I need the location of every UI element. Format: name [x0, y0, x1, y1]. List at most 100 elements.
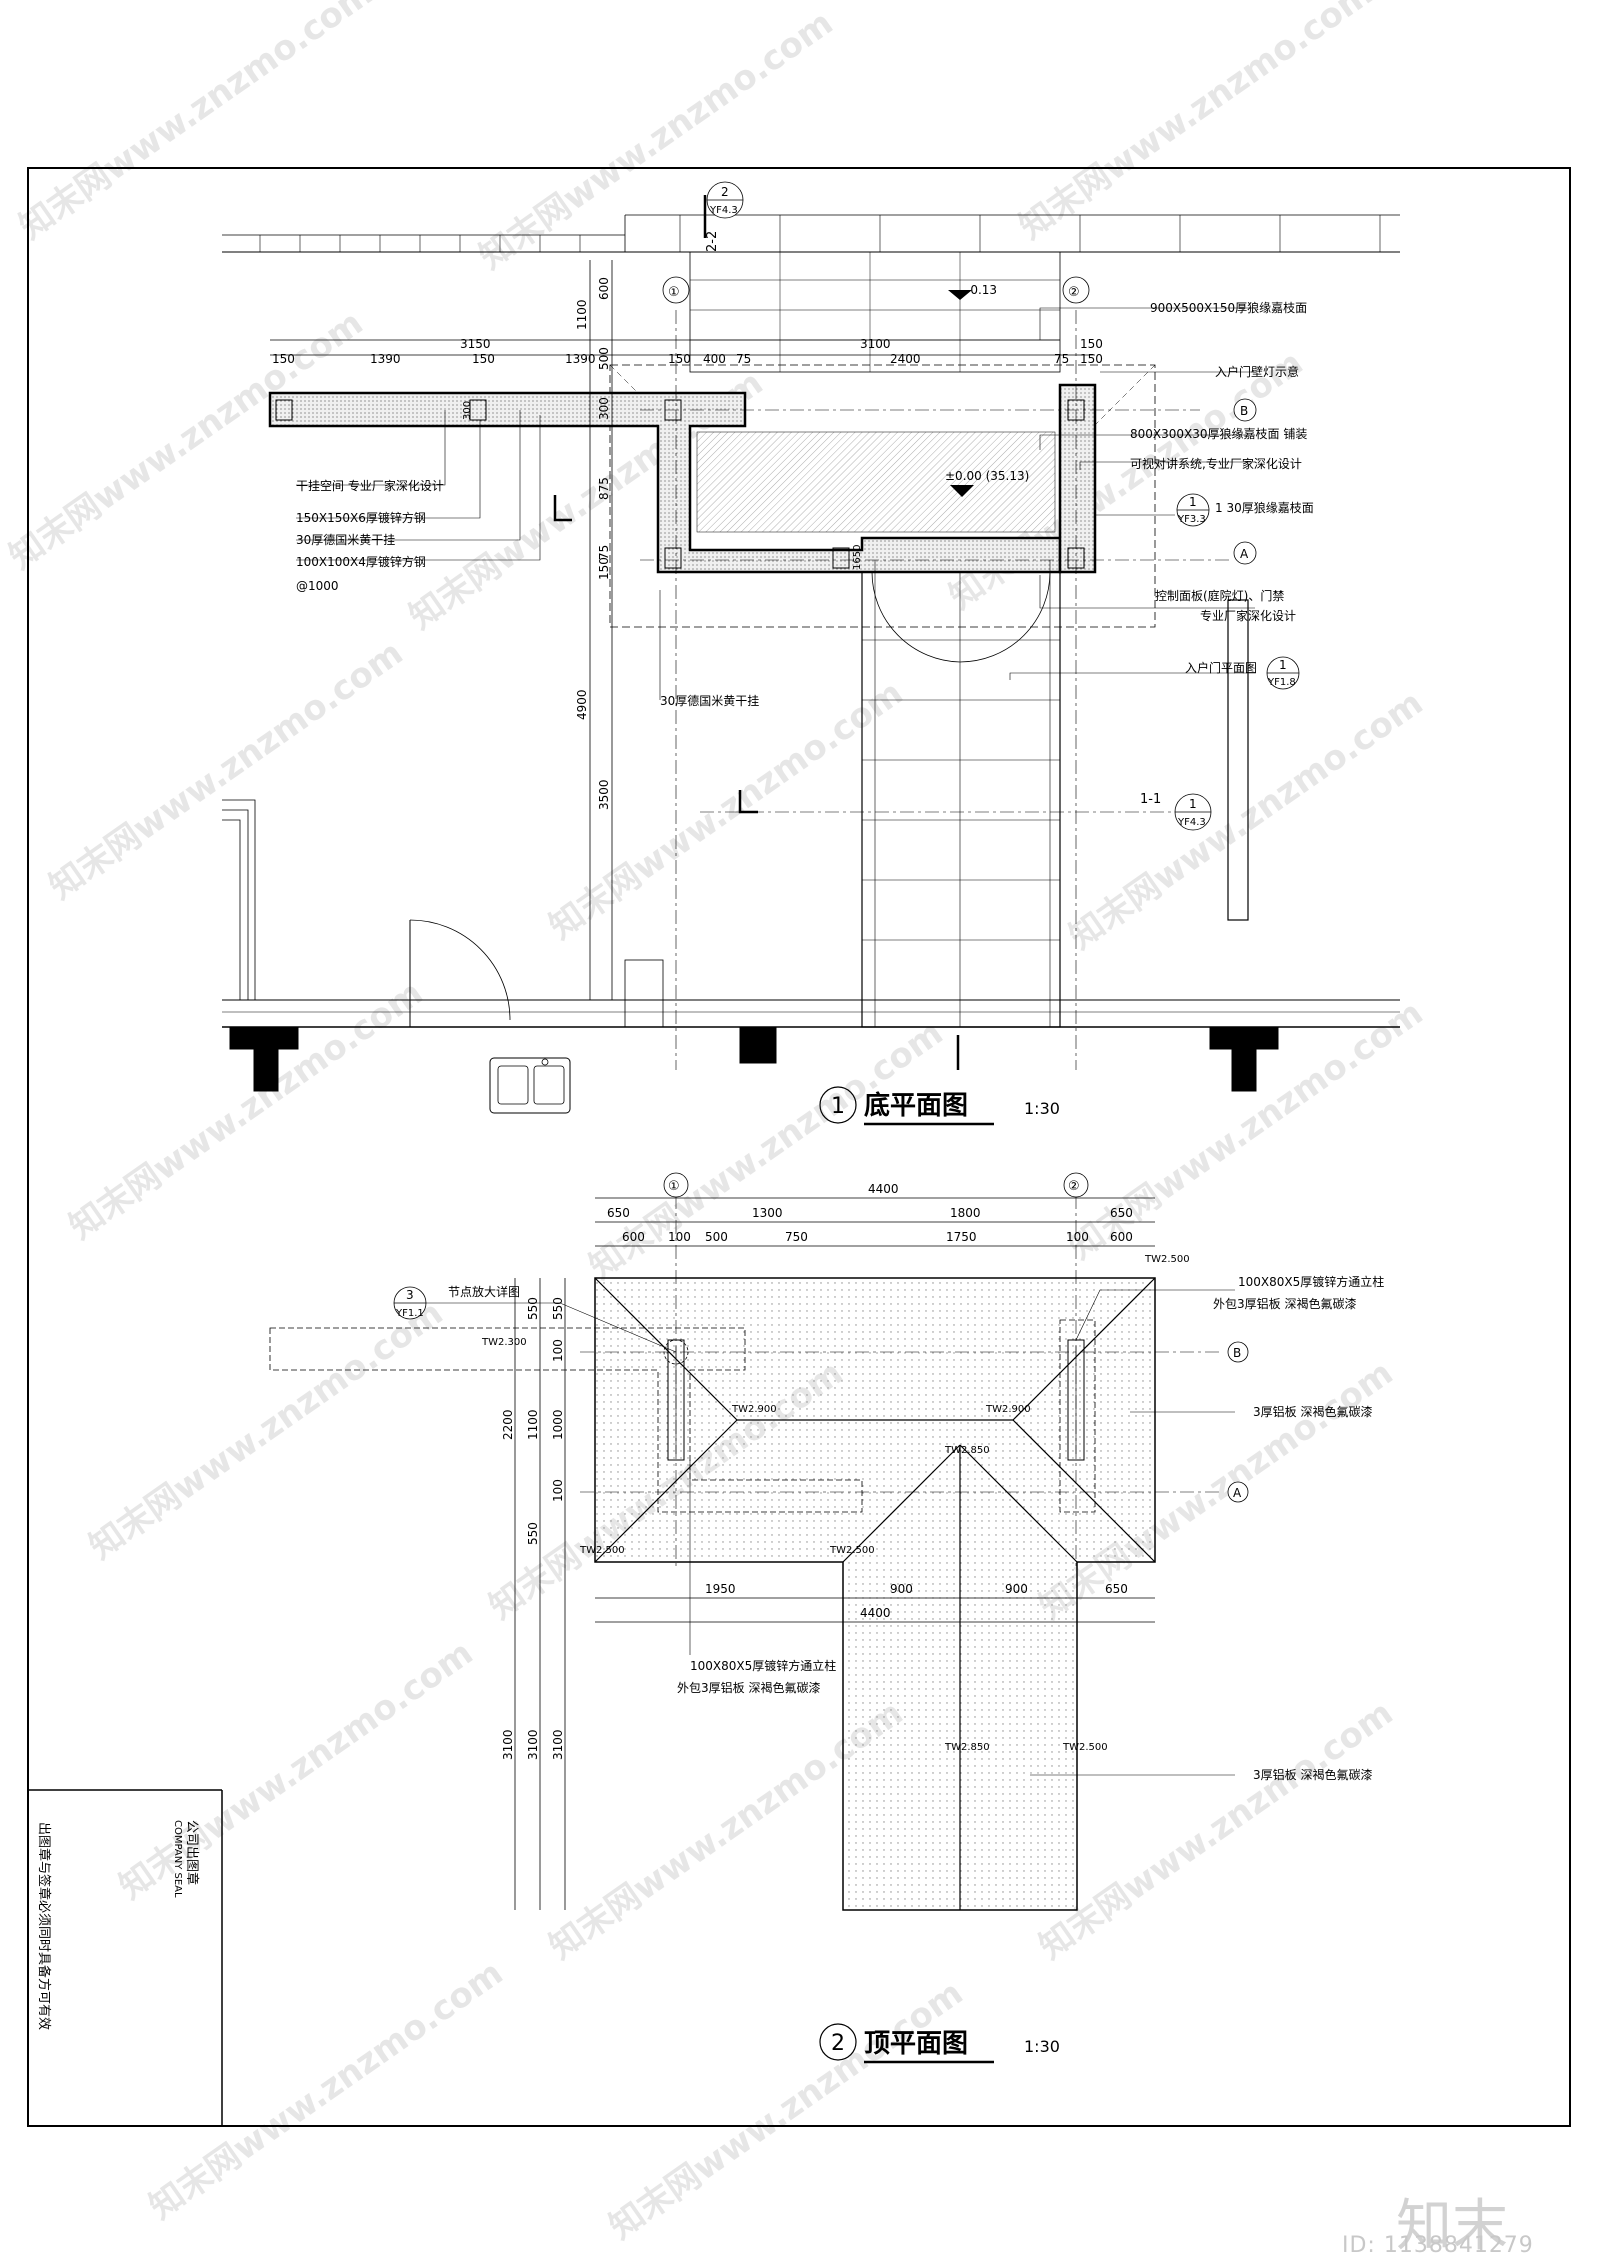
seal-en: COMPANY SEAL [172, 1820, 183, 1898]
brand-watermark: 知末 [1396, 2194, 1508, 2259]
axis-b-label: B [1240, 404, 1248, 418]
dim2-bottom-total: 4400 [860, 1606, 891, 1620]
dim-left: 300 [597, 397, 611, 420]
dim-top: 1390 [370, 352, 401, 366]
plan1-number: 1 [831, 1094, 845, 1119]
dim2-top-row2: 1750 [946, 1230, 977, 1244]
dim2-top-row1: 1800 [950, 1206, 981, 1220]
watermark-text: 知末网www.znzmo.com [42, 633, 410, 907]
dim-top: 400 [703, 352, 726, 366]
note2-right-3: 3厚铝板 深褐色氟碳漆 [1253, 1404, 1372, 1419]
plan1-dimensions: 150 1390 150 1390 150 400 75 2400 75 150… [270, 181, 1314, 1000]
watermark-text: 知末网www.znzmo.com [1062, 683, 1430, 957]
roof-level: TW2.900 [731, 1404, 777, 1415]
watermark-text: 知末网www.znzmo.com [1012, 0, 1380, 247]
seal-cn: 公司出图章 [184, 1820, 200, 1885]
dim2-top-row2: 100 [668, 1230, 691, 1244]
watermark-text: 知末网www.znzmo.com [602, 1973, 970, 2247]
plan1-title-text: 底平面图 [864, 1090, 968, 1121]
section-11-ref-sheet: YF4.3 [1177, 817, 1206, 828]
axis-a-label: A [1240, 547, 1249, 561]
roof-level: TW2.500 [829, 1545, 875, 1556]
dim2-top-row1: 650 [607, 1206, 630, 1220]
dim2-bottom-row1: 650 [1105, 1582, 1128, 1596]
dim2-left-col1: 550 [526, 1522, 540, 1545]
dim-top-total: 3100 [860, 337, 891, 351]
dim2-top-row2: 600 [622, 1230, 645, 1244]
dim-top: 150 [472, 352, 495, 366]
note-right-5: 1 30厚狼缘嘉枝面 [1215, 500, 1314, 515]
lamp-ref-sheet: YF3.3 [1177, 514, 1206, 525]
node-label: 节点放大详图 [448, 1284, 520, 1299]
watermark-text: 知末网www.znzmo.com [142, 1953, 510, 2227]
dim-left: 4900 [575, 689, 589, 720]
note-left-5: @1000 [296, 579, 339, 593]
ground-plan [222, 195, 1400, 1114]
roof-level: TW2.850 [944, 1445, 990, 1456]
axis-2-label: ② [1068, 285, 1080, 300]
roof-level: TW2.900 [985, 1404, 1031, 1415]
roof-level: TW2.500 [1062, 1742, 1108, 1753]
roof-level: TW2.850 [944, 1742, 990, 1753]
dim-left: 1100 [575, 299, 589, 330]
note-left-2: 150X150X6厚镀锌方钢 [296, 510, 426, 525]
dim-top: 2400 [890, 352, 921, 366]
axis2-a-label: A [1233, 1486, 1242, 1500]
note-right-7: 专业厂家深化设计 [1200, 608, 1296, 623]
note-left-3: 30厚德国米黄干挂 [296, 532, 395, 547]
dim2-top-row2: 100 [1066, 1230, 1089, 1244]
dim-top-right: 150 [1080, 337, 1103, 351]
note2-bottom-1: 100X80X5厚镀锌方通立柱 [690, 1658, 836, 1673]
watermark-layer: 知末网www.znzmo.com 知末网www.znzmo.com 知末网www… [2, 0, 1430, 2247]
dim2-left-col1: 100 [551, 1479, 565, 1502]
note-bottom: 30厚德国米黄干挂 [660, 693, 759, 708]
plan2-number: 2 [831, 2031, 845, 2056]
node-ref-sheet: YF1.1 [395, 1308, 424, 1319]
watermark-text: 知末网www.znzmo.com [62, 973, 430, 1247]
note2-right-4: 3厚铝板 深褐色氟碳漆 [1253, 1767, 1372, 1782]
dim-door: 1650 [852, 545, 863, 570]
dim2-left-col1: 550 [551, 1297, 565, 1320]
dim2-bottom-row1: 900 [890, 1582, 913, 1596]
roof-level: TW2.300 [481, 1337, 527, 1348]
dim-top: 150 [1080, 352, 1103, 366]
dim-top-total: 3150 [460, 337, 491, 351]
dim2-top-row1: 1300 [752, 1206, 783, 1220]
section-22-label: 2-2 [705, 231, 720, 252]
watermark-text: 知末网www.znzmo.com [112, 1633, 480, 1907]
note-right-1: 900X500X150厚狼缘嘉枝面 [1150, 300, 1307, 315]
dim2-left-col2: 1100 [526, 1409, 540, 1440]
plan2-scale: 1:30 [1024, 2037, 1060, 2056]
plan2-dimensions: 4400 650 1300 1800 650 600 100 500 750 1… [393, 1172, 1384, 1910]
dim-left: 75 [597, 545, 611, 560]
dim2-top-row2: 500 [705, 1230, 728, 1244]
validity-note: 出图章与签章必须同时具备方可有效 [36, 1822, 52, 2030]
note-right-2: 入户门壁灯示意 [1215, 364, 1299, 379]
dim2-top-row1: 650 [1110, 1206, 1133, 1220]
dim2-top-row2: 600 [1110, 1230, 1133, 1244]
dim-left: 150 [597, 557, 611, 580]
dim2-bottom-row1: 1950 [705, 1582, 736, 1596]
note-right-3: 800X300X30厚狼缘嘉枝面 铺装 [1130, 426, 1307, 441]
level-main: ±0.00 (35.13) [945, 469, 1029, 483]
note2-right-1: 100X80X5厚镀锌方通立柱 [1238, 1274, 1384, 1289]
dim-top: 150 [668, 352, 691, 366]
note2-right-2: 外包3厚铝板 深褐色氟碳漆 [1213, 1296, 1356, 1311]
dim2-top-total: 4400 [868, 1182, 899, 1196]
plan2-title: 2 顶平面图 1:30 [819, 2023, 1060, 2064]
section-11-ref-num: 1 [1189, 797, 1197, 811]
dim2-left-bottom: 3100 [501, 1729, 515, 1760]
note-right-6: 控制面板(庭院灯)、门禁 [1155, 588, 1284, 603]
dim-wall: 300 [462, 401, 473, 420]
roof-level: TW2.500 [579, 1545, 625, 1556]
dim-top: 75 [1054, 352, 1069, 366]
note-right-4: 可视对讲系统,专业厂家深化设计 [1130, 456, 1302, 471]
watermark-text: 知末网www.znzmo.com [12, 0, 380, 247]
dim2-top-row2: 750 [785, 1230, 808, 1244]
dim-top: 1390 [565, 352, 596, 366]
plan1-scale: 1:30 [1024, 1099, 1060, 1118]
dim-left: 500 [597, 347, 611, 370]
image-id: ID: 1138841279 [1342, 2233, 1534, 2258]
plan2-title-text: 顶平面图 [864, 2029, 968, 2059]
